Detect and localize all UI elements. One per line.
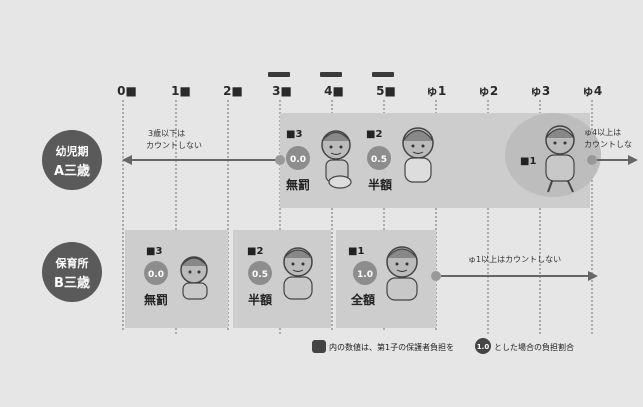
grid-lines <box>122 100 593 335</box>
group-a-child-3-rank: ■3 <box>286 129 302 140</box>
group-b-child-1-caption: 全額 <box>350 292 375 307</box>
group-a-child-3: ■3 0.0 無罰 <box>286 129 352 192</box>
group-b-right-note: ゅ1以上はカウントしない <box>468 255 561 264</box>
child-illustration-icon <box>180 256 208 300</box>
footnote-part2: とした場合の負担割合 <box>494 342 574 352</box>
group-a-label-line1: 幼児期 <box>56 144 89 158</box>
group-b-band-2 <box>233 230 331 328</box>
group-b-badge: 保育所 B三歳 <box>42 242 102 302</box>
axis-labels: 0■ 1■ 2■ 3■ 4■ 5■ ゅ1 ゅ2 ゅ3 ゅ4 <box>117 84 602 98</box>
group-a-child-2-value: 0.5 <box>371 155 387 165</box>
axis-tick-2: 2■ <box>223 84 243 98</box>
child-illustration-icon <box>321 130 352 189</box>
group-b-band-3 <box>336 230 436 328</box>
group-a-child-1-rank: ■1 <box>520 156 536 167</box>
group-b-child-2-rank: ■2 <box>247 246 263 257</box>
child-illustration-icon <box>402 127 434 183</box>
child-illustration-icon <box>386 246 418 301</box>
axis-tick-4: 4■ <box>324 84 344 98</box>
group-a-left-arrow <box>122 155 285 165</box>
group-a-right-arrow <box>587 155 638 165</box>
footnote: 内の数値は、第1子の保護者負担を 1.0 とした場合の負担割合 <box>312 338 574 354</box>
group-a-label-line2: A三歳 <box>54 163 90 179</box>
group-a-child-2: ■2 0.5 半額 <box>366 127 434 192</box>
group-b-child-3-caption: 無罰 <box>144 292 168 307</box>
group-b-child-1: ■1 1.0 全額 <box>348 246 418 307</box>
group-b-child-2-caption: 半額 <box>248 292 272 307</box>
group-a-child-3-caption: 無罰 <box>286 177 310 192</box>
group-a-left-note-line2: カウントしない <box>146 141 202 150</box>
group-b-child-1-value: 1.0 <box>357 270 373 280</box>
axis-tick-3: 3■ <box>272 84 292 98</box>
axis-tick-7: ゅ2 <box>478 84 498 98</box>
group-a-child-3-value: 0.0 <box>290 155 306 165</box>
group-a-left-note-line1: 3歳以下は <box>148 128 185 138</box>
group-a-child-2-rank: ■2 <box>366 129 382 140</box>
group-b-child-1-rank: ■1 <box>348 246 364 257</box>
group-b-child-3-value: 0.0 <box>148 270 164 280</box>
axis-tick-8: ゅ3 <box>530 84 550 98</box>
group-b-band-1 <box>125 230 228 328</box>
group-a-right-note-line1: ゅ4以上は <box>584 128 621 137</box>
group-b-child-3-rank: ■3 <box>146 246 162 257</box>
axis-tick-9: ゅ4 <box>582 84 602 98</box>
group-b-right-arrow <box>431 271 598 281</box>
group-b-child-2-value: 0.5 <box>252 270 268 280</box>
group-b-label-line2: B三歳 <box>54 275 90 291</box>
group-a-right-note-line2: カウントしな <box>584 140 632 149</box>
axis-tick-5: 5■ <box>376 84 396 98</box>
child-illustration-icon <box>545 125 575 193</box>
axis-tick-1: 1■ <box>171 84 191 98</box>
group-a-child-1: ■1 <box>520 125 575 193</box>
group-a-child-2-caption: 半額 <box>368 177 392 192</box>
group-b-child-2: ■2 0.5 半額 <box>247 246 313 307</box>
group-b-child-3: ■3 0.0 無罰 <box>144 246 208 307</box>
footnote-part1: 内の数値は、第1子の保護者負担を <box>329 342 454 352</box>
axis-tick-0: 0■ <box>117 84 137 98</box>
group-a-badge: 幼児期 A三歳 <box>42 130 102 190</box>
group-b-label-line1: 保育所 <box>55 256 89 270</box>
child-illustration-icon <box>283 247 313 300</box>
footnote-swatch-icon <box>312 340 326 353</box>
tick-annotations <box>268 72 394 77</box>
axis-tick-6: ゅ1 <box>426 84 446 98</box>
footnote-badge: 1.0 <box>477 343 490 351</box>
